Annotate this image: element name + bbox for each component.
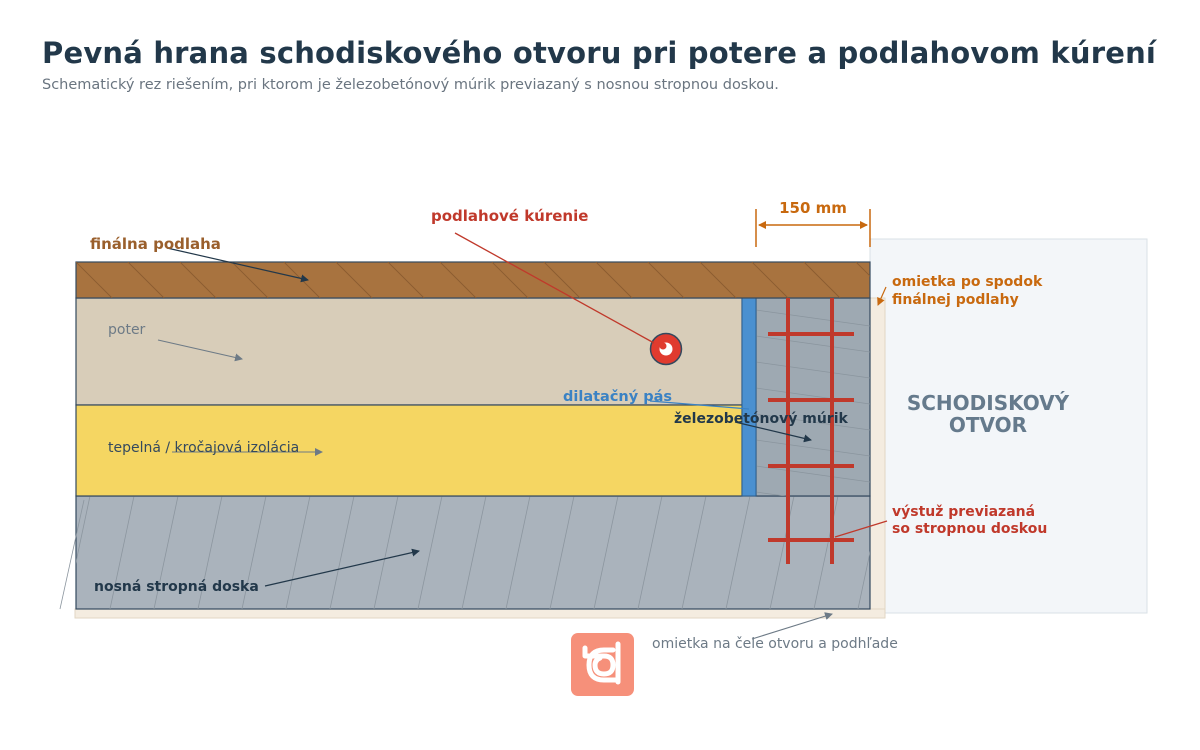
screed-label: poter bbox=[108, 322, 146, 338]
leader-slab bbox=[264, 548, 420, 587]
stair-opening-label-2: OTVOR bbox=[949, 413, 1027, 437]
leader-wall bbox=[734, 421, 812, 443]
floor-heating-label: podlahové kúrenie bbox=[431, 207, 588, 225]
rc-wall-label: železobetónový múrik bbox=[674, 411, 849, 427]
leader-final-floor bbox=[166, 247, 309, 283]
plaster-bottom-label: omietka na čele otvoru a podhľade bbox=[652, 636, 898, 652]
screed-layer bbox=[75, 297, 743, 406]
stair-opening-label-1: SCHODISKOVÝ bbox=[907, 391, 1070, 415]
reinforcement-label-2: so stropnou doskou bbox=[892, 521, 1047, 537]
reinforcement-label-1: výstuž previazaná bbox=[892, 504, 1035, 520]
expansion-strip bbox=[741, 297, 757, 497]
leader-heating bbox=[454, 232, 655, 344]
insulation-label: tepelná / kročajová izolácia bbox=[108, 440, 299, 456]
plaster-underside bbox=[74, 608, 886, 619]
plaster-top-label-1: omietka po spodok bbox=[892, 274, 1043, 290]
slab-label: nosná stropná doska bbox=[94, 579, 259, 595]
d-logo-icon bbox=[571, 633, 634, 696]
leader-plaster-top bbox=[877, 286, 887, 306]
heating-pipe-icon bbox=[649, 332, 683, 366]
wall-hatch bbox=[756, 309, 870, 496]
leader-plaster-bottom bbox=[751, 612, 833, 640]
page-subtitle: Schematický rez riešením, pri ktorom je … bbox=[42, 77, 779, 93]
leader-reinforcement bbox=[834, 520, 888, 538]
dimension-150mm bbox=[755, 209, 871, 247]
plaster-top-label-2: finálnej podlahy bbox=[892, 292, 1019, 308]
floor-hatch bbox=[76, 262, 870, 298]
stair-opening-area bbox=[869, 238, 1148, 614]
final-floor-label: finálna podlaha bbox=[90, 235, 221, 253]
dimension-label: 150 mm bbox=[779, 199, 847, 217]
plaster-face bbox=[869, 297, 886, 619]
page-title: Pevná hrana schodiskového otvoru pri pot… bbox=[42, 36, 1157, 70]
expansion-strip-label: dilatačný pás bbox=[563, 389, 672, 405]
leader-expansion bbox=[649, 400, 750, 410]
final-floor-layer bbox=[75, 261, 871, 299]
insulation-layer bbox=[75, 404, 743, 497]
leader-screed bbox=[157, 339, 243, 362]
reinforcement bbox=[768, 298, 854, 564]
